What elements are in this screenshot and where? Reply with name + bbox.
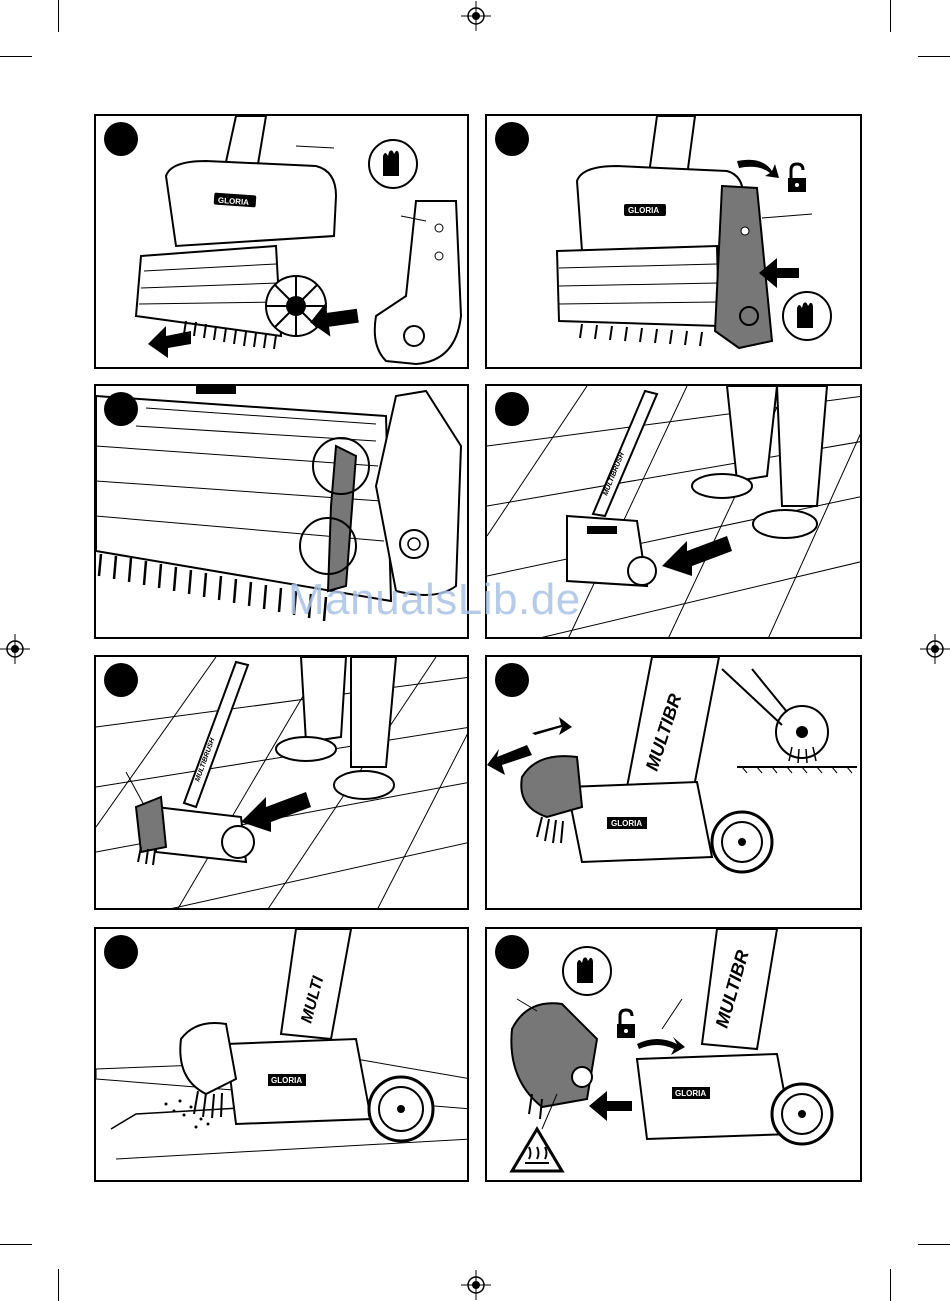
panel-step-4: MULTIBRUSH — [485, 384, 862, 639]
registration-mark-icon — [461, 1, 491, 31]
panel-step-8: MULTIBR GLORIA — [485, 927, 862, 1182]
brand-label: GLORIA — [271, 1076, 302, 1085]
panel-step-6: MULTIBR GLORIA — [485, 655, 862, 910]
panel-step-1: GLORIA — [94, 114, 469, 369]
panel-step-2: GLORIA — [485, 114, 862, 369]
step-number-badge — [104, 392, 138, 426]
step-number-badge — [495, 392, 529, 426]
crop-mark — [890, 0, 891, 32]
crop-mark — [58, 0, 59, 32]
crop-mark — [0, 56, 32, 57]
step-number-badge — [104, 122, 138, 156]
step-number-badge — [104, 663, 138, 697]
registration-mark-icon — [461, 1270, 491, 1300]
gloves-icon — [563, 947, 611, 995]
crop-mark — [0, 1244, 32, 1245]
crop-mark — [918, 56, 950, 57]
gloves-icon — [783, 292, 831, 340]
unlock-icon — [788, 164, 806, 192]
panel-step-3 — [94, 384, 469, 639]
crop-mark — [58, 1269, 59, 1301]
brand-label: GLORIA — [628, 206, 659, 215]
step-number-badge — [104, 935, 138, 969]
step-number-badge — [495, 935, 529, 969]
unlock-icon — [617, 1010, 635, 1038]
gloves-icon — [369, 140, 417, 188]
brand-label: GLORIA — [675, 1089, 706, 1098]
step-number-badge — [495, 122, 529, 156]
crop-mark — [918, 1244, 950, 1245]
panel-step-5: MULTIBRUSH — [94, 655, 469, 910]
panel-step-7: MULTI GLORIA — [94, 927, 469, 1182]
brand-label: GLORIA — [611, 819, 642, 828]
step-number-badge — [495, 663, 529, 697]
registration-mark-icon — [920, 634, 950, 664]
crop-mark — [890, 1269, 891, 1301]
registration-mark-icon — [0, 634, 30, 664]
